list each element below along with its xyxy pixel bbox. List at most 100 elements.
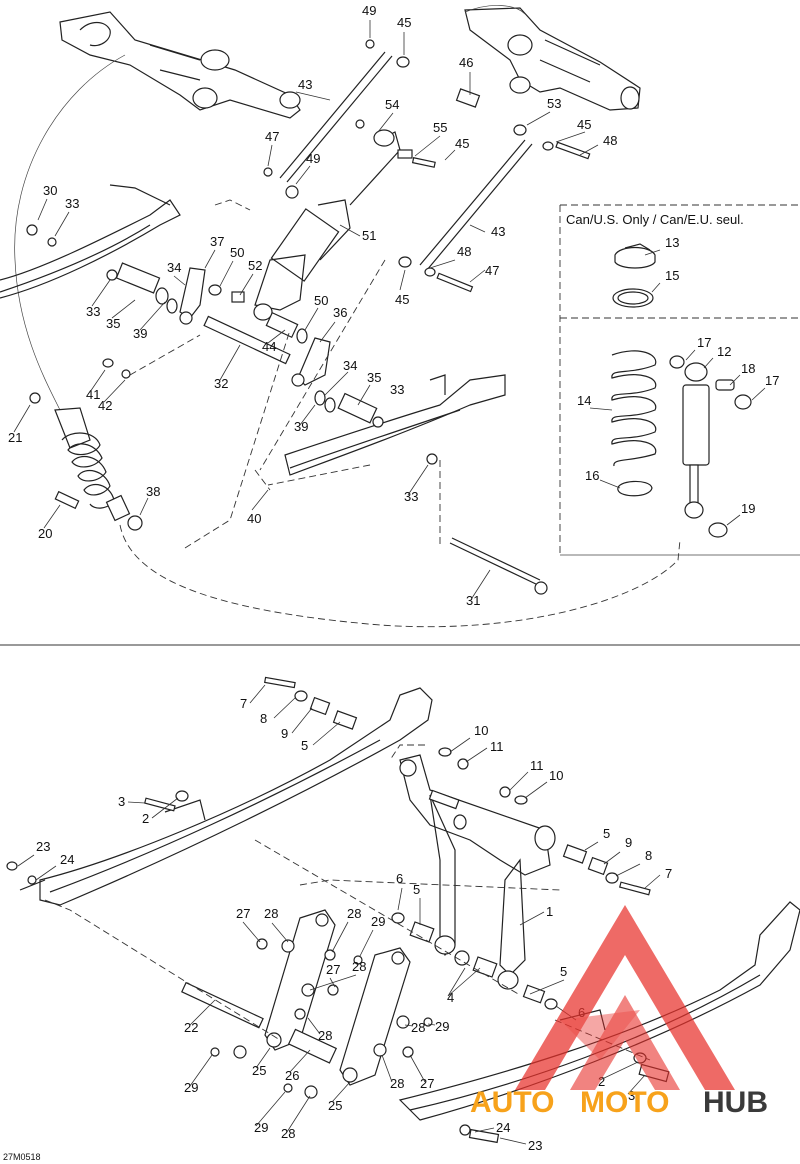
left-rail-bottom — [19, 687, 433, 906]
callout: 33 — [86, 304, 100, 319]
inset-box: Can/U.S. Only / Can/E.U. seul. — [559, 204, 800, 556]
callout: 2 — [598, 1074, 605, 1089]
callout: 48 — [457, 244, 471, 259]
callout: 12 — [717, 344, 731, 359]
callout: 24 — [60, 852, 74, 867]
callout: 34 — [167, 260, 181, 275]
callout: 21 — [8, 430, 22, 445]
callout: 37 — [210, 234, 224, 249]
callout: 48 — [603, 133, 617, 148]
callout: 11 — [490, 739, 504, 754]
callout: 36 — [333, 305, 347, 320]
callout: 2 — [142, 811, 149, 826]
callout: 39 — [294, 419, 308, 434]
callout: 28 — [318, 1028, 332, 1043]
rear-axle-assembly — [102, 262, 384, 428]
callout: 28 — [352, 959, 366, 974]
callout: 53 — [547, 96, 561, 111]
callout: 18 — [741, 361, 755, 376]
callout: 42 — [98, 398, 112, 413]
callout: 28 — [411, 1020, 425, 1035]
callout: 13 — [665, 235, 679, 250]
inset-title: Can/U.S. Only / Can/E.U. seul. — [566, 212, 744, 227]
callout: 32 — [214, 376, 228, 391]
callout: 50 — [314, 293, 328, 308]
callout: 46 — [459, 55, 473, 70]
watermark-part2: MOTO — [580, 1086, 669, 1119]
callout: 41 — [86, 387, 100, 402]
callout: 27 — [420, 1076, 434, 1091]
callout: 49 — [362, 3, 376, 18]
watermark-part1: AUTO — [470, 1086, 554, 1119]
callout: 25 — [328, 1098, 342, 1113]
callout: 16 — [585, 468, 599, 483]
callout: 27 — [326, 962, 340, 977]
callout: 54 — [385, 97, 399, 112]
callout: 9 — [625, 835, 632, 850]
callout: 33 — [404, 489, 418, 504]
callout: 11 — [530, 758, 544, 773]
callout: 38 — [146, 484, 160, 499]
callout: 23 — [36, 839, 50, 854]
callout: 3 — [118, 794, 125, 809]
callout: 47 — [265, 129, 279, 144]
callout: 5 — [560, 964, 567, 979]
bottom-hardware — [6, 676, 670, 1144]
callout: 50 — [230, 245, 244, 260]
callout: 44 — [262, 339, 276, 354]
callout: 35 — [367, 370, 381, 385]
upper-right-bracket — [464, 7, 641, 111]
link-rod-upper — [263, 39, 481, 199]
callout: 8 — [260, 711, 267, 726]
callout: 40 — [247, 511, 261, 526]
callout: 55 — [433, 120, 447, 135]
callout: 7 — [240, 696, 247, 711]
callout: 28 — [390, 1076, 404, 1091]
callout: 29 — [435, 1019, 449, 1034]
callout: 26 — [285, 1068, 299, 1083]
callout: 9 — [281, 726, 288, 741]
long-axle — [426, 453, 548, 595]
callout: 23 — [528, 1138, 542, 1153]
callout: 28 — [264, 906, 278, 921]
top-assembly: Can/U.S. Only / Can/E.U. seul. — [0, 3, 800, 628]
callout: 25 — [252, 1063, 266, 1078]
callout: 28 — [347, 906, 361, 921]
front-arm — [399, 754, 556, 990]
callout: 45 — [577, 117, 591, 132]
left-rail-top — [0, 184, 181, 299]
callout: 3 — [628, 1088, 635, 1103]
callout: 29 — [254, 1120, 268, 1135]
callout: 28 — [281, 1126, 295, 1141]
callout: 52 — [248, 258, 262, 273]
callout: 47 — [485, 263, 499, 278]
callout: 4 — [447, 990, 454, 1005]
top-leaders — [13, 20, 766, 599]
callout: 34 — [343, 358, 357, 373]
callout: 15 — [665, 268, 679, 283]
callout: 30 — [43, 183, 57, 198]
callout: 45 — [397, 15, 411, 30]
callout: 5 — [301, 738, 308, 753]
callout: 10 — [474, 723, 488, 738]
callout: 24 — [496, 1120, 510, 1135]
callout: 29 — [184, 1080, 198, 1095]
callout: 5 — [603, 826, 610, 841]
callout: 43 — [491, 224, 505, 239]
right-rail-top — [284, 374, 506, 476]
callout: 19 — [741, 501, 755, 516]
callout: 43 — [298, 77, 312, 92]
callout: 6 — [396, 871, 403, 886]
callout: 39 — [133, 326, 147, 341]
top-labels: 49 45 46 43 54 55 53 45 48 47 49 45 30 3… — [8, 3, 779, 608]
callout: 33 — [65, 196, 79, 211]
watermark-logo — [515, 905, 735, 1090]
link-rod-lower — [398, 124, 591, 293]
callout: 29 — [371, 914, 385, 929]
callout: 5 — [413, 882, 420, 897]
callout: 33 — [390, 382, 404, 397]
callout: 27 — [236, 906, 250, 921]
callout: 20 — [38, 526, 52, 541]
bottom-assembly: 7 8 9 5 10 11 11 10 3 2 5 9 8 7 23 24 6 … — [3, 676, 800, 1162]
